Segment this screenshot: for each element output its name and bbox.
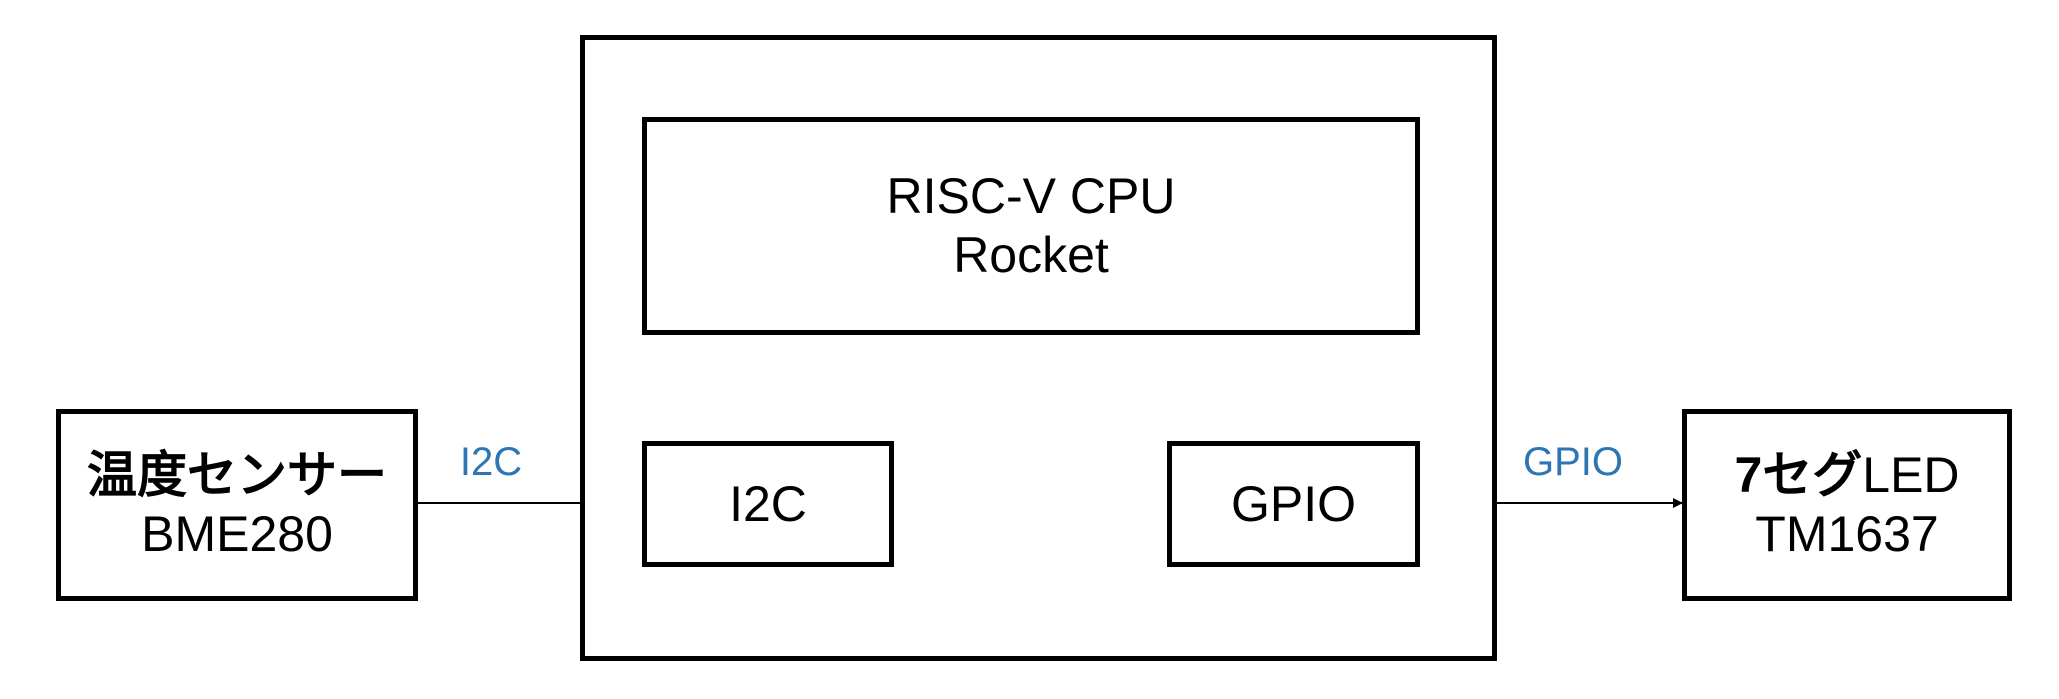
sensor-link-label: I2C [459,440,523,484]
display-model: TM1637 [1755,506,1939,562]
i2c-block: I2C [642,441,894,567]
i2c-block-label: I2C [729,475,807,532]
display-name: 7セグLED [1734,446,1959,505]
gpio-block-label: GPIO [1230,475,1357,532]
sensor-name: 温度センサー [87,447,387,503]
sensor-block: 温度センサー BME280 [56,409,418,601]
display-block: 7セグLED TM1637 [1682,409,2012,601]
gpio-block: GPIO [1167,441,1420,567]
cpu-title: RISC-V CPU [886,168,1176,224]
sensor-model: BME280 [141,506,333,562]
display-name-rest: LED [1862,447,1960,503]
cpu-subtitle: Rocket [953,227,1109,283]
gpio-link-label: GPIO [1522,440,1624,484]
cpu-block: RISC-V CPU Rocket [642,117,1420,335]
display-name-bold: 7セグ [1734,447,1863,503]
